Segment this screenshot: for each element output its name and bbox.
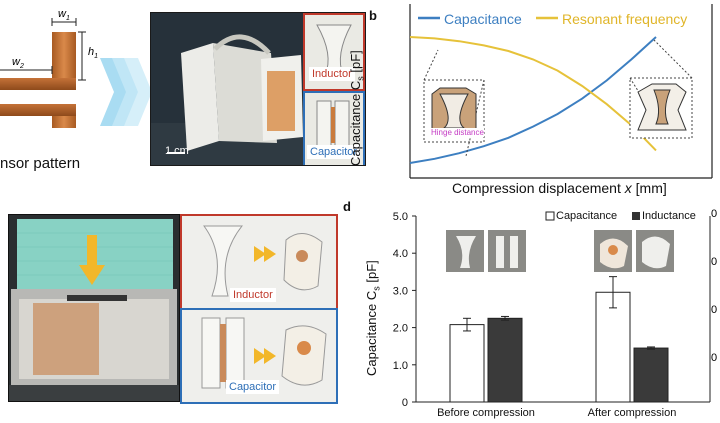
legend-capacitance-swatch <box>545 211 555 221</box>
capacitor-compression-photo: Capacitor <box>180 308 338 404</box>
y-tick-label: 4.0 <box>393 248 408 260</box>
panel-b-ylabel: Capacitance Cs [pF] <box>348 50 366 166</box>
legend-inductance-text: Inductance <box>642 210 696 222</box>
line-chart <box>409 4 713 179</box>
trace-stub <box>52 116 76 128</box>
legend-capacitance-label: Capacitance <box>444 11 522 27</box>
capacitor-label: Capacitor <box>226 380 280 394</box>
panel-d-ylabel: Capacitance Cs [pF] <box>364 260 382 376</box>
label-w2: w2 <box>12 56 24 71</box>
thumb-before-2 <box>488 230 526 272</box>
y-tick-label: 5.0 <box>393 211 408 223</box>
y-tick-label: 2.0 <box>393 323 408 335</box>
right-axis-tick: 0 <box>711 352 718 364</box>
right-axis-tick: 0 <box>711 208 718 220</box>
x-tick-label: Before compression <box>437 407 535 419</box>
y-tick-label: 1.0 <box>393 360 408 372</box>
inductor-label: Inductor <box>230 288 276 302</box>
bar-capacitance <box>595 291 631 403</box>
panel-letter-b: b <box>369 8 377 23</box>
hinge-distance-label: Hinge distance <box>431 128 484 137</box>
sensor-pattern-diagram <box>0 18 86 128</box>
right-axis-tick: 0 <box>711 256 718 268</box>
trace-horizontal-bottom <box>0 104 76 116</box>
panel-letter-d: d <box>343 199 351 214</box>
trace-horizontal-top <box>0 78 76 90</box>
scale-bar-label: 1 cm <box>165 145 189 157</box>
legend-capacitance-text: Capacitance <box>556 210 618 222</box>
legend-inductance-swatch <box>632 212 640 220</box>
inset-capacitor: Capacitor <box>303 91 365 165</box>
trace-vertical <box>52 32 76 80</box>
y-tick-label: 3.0 <box>393 285 408 297</box>
bar-inductance <box>487 317 523 403</box>
series-line-capacitance <box>409 36 657 164</box>
label-w1: w1 <box>58 8 70 23</box>
x-tick-label: After compression <box>588 407 677 419</box>
bar-capacitance <box>449 324 485 403</box>
sensor-photo: 1 cm Inductor Capacitor <box>150 12 366 166</box>
y-tick-label: 0 <box>402 397 408 409</box>
label-h1: h1 <box>88 46 99 61</box>
series-line-resonant-frequency <box>409 36 657 152</box>
inset-inductor-label: Inductor <box>309 67 355 81</box>
sensor-pattern-caption: nsor pattern <box>0 155 81 172</box>
inset-capacitor-label: Capacitor <box>307 145 361 159</box>
right-axis-tick: 0 <box>711 304 718 316</box>
chevron-right-icon <box>100 58 152 126</box>
inset-inductor: Inductor <box>303 13 365 91</box>
inductor-compression-photo: Inductor <box>180 214 338 310</box>
compression-photo <box>8 214 180 402</box>
legend-resonant-label: Resonant frequency <box>562 11 688 27</box>
panel-b-xlabel: Compression displacement x [mm] <box>452 180 667 196</box>
bar-inductance <box>633 347 669 403</box>
